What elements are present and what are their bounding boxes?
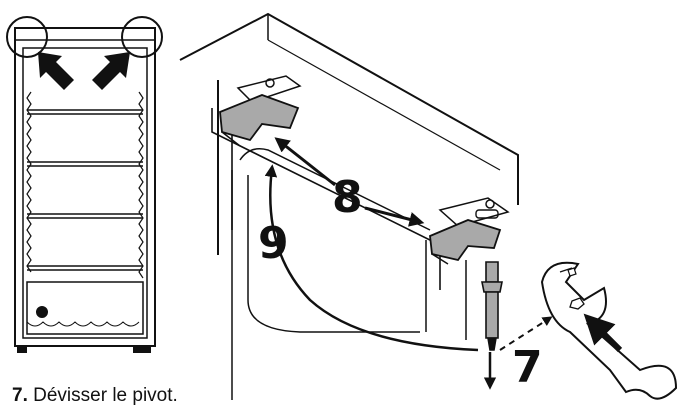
fridge-knob xyxy=(36,306,48,318)
hinge-slot-right xyxy=(475,209,499,219)
wrench xyxy=(540,261,678,400)
arrow-up-left xyxy=(38,52,74,90)
fridge-inner-wall xyxy=(22,47,148,339)
arrow-8-to-right-hinge xyxy=(364,206,425,227)
caption-step-number: 7. xyxy=(12,385,28,406)
callout-9: 9 xyxy=(258,218,289,269)
step-caption: 7. Dévisser le pivot. xyxy=(12,385,178,407)
detail-arrows xyxy=(264,137,623,390)
screw-hole-right xyxy=(485,199,495,209)
fridge-shelves xyxy=(27,109,143,271)
arrow-8-to-left-hinge xyxy=(274,137,336,187)
arrow-to-wrench xyxy=(499,316,553,351)
fridge-bottom-drawer xyxy=(26,281,144,335)
hinge-detail-view xyxy=(179,12,678,400)
callout-8: 8 xyxy=(332,172,363,223)
fridge-foot-left xyxy=(17,345,27,353)
hinge-base-plate-right xyxy=(438,197,510,227)
arrow-9-curve xyxy=(264,164,479,352)
fridge-overview xyxy=(6,16,163,353)
pivot-pin xyxy=(481,261,503,351)
arrow-on-wrench xyxy=(583,313,623,353)
hinge-base-plate-left xyxy=(236,75,302,103)
hinge-bracket-left xyxy=(219,94,300,142)
fridge-right-wall-ribs xyxy=(138,91,144,279)
arrow-up-right xyxy=(92,52,130,90)
fridge-foot-right xyxy=(133,345,151,353)
callout-7: 7 xyxy=(512,342,543,393)
caption-text: Dévisser le pivot. xyxy=(27,385,178,406)
highlight-circle-right xyxy=(121,16,163,58)
cabinet-top-outline xyxy=(179,12,519,255)
highlight-circle-left xyxy=(6,16,48,58)
fridge-left-wall-ribs xyxy=(26,91,32,273)
screw-hole-left xyxy=(265,78,275,88)
overview-arrows xyxy=(38,52,130,90)
hinge-bracket-right xyxy=(429,219,502,262)
fridge-cabinet xyxy=(14,27,156,347)
door-frame xyxy=(231,148,431,400)
